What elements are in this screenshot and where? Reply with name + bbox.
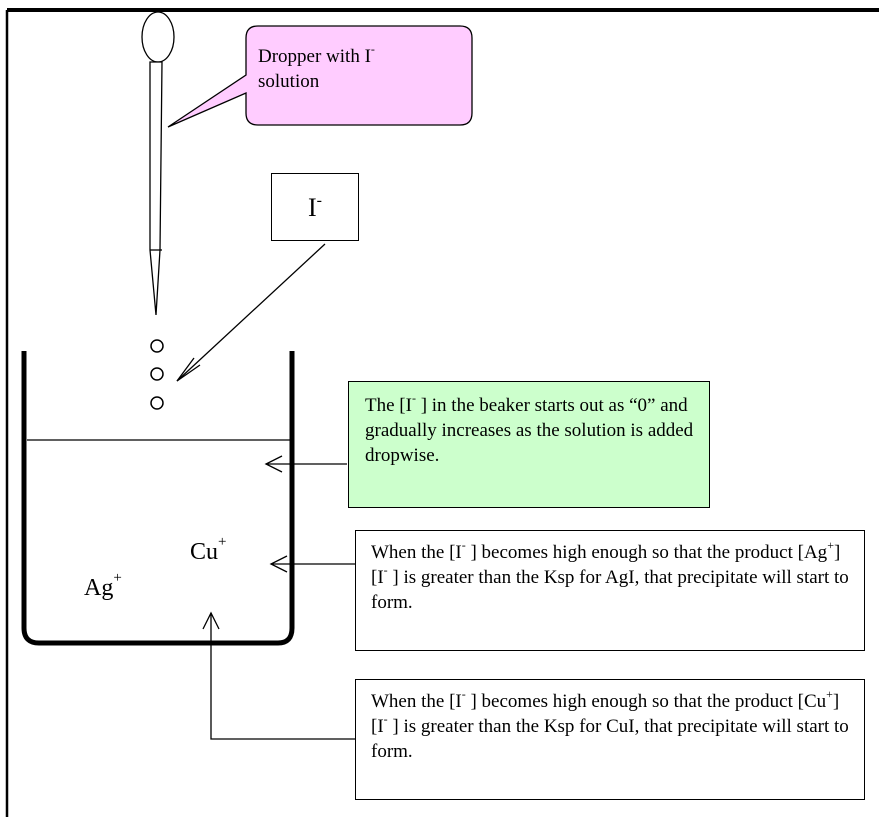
iodide-ion-box: I- [271,173,359,241]
note-text: The [I [365,395,412,416]
dropper-tube [149,61,163,316]
silver-ion-symbol: Ag [84,575,114,601]
iodide-arrow [176,243,326,382]
note-text: ] is greater than the Ksp for AgI, that … [371,567,849,613]
dropper-callout-shape [167,25,473,128]
drop [150,367,164,381]
copper-ion-symbol: Cu [190,539,219,565]
callout-line1: Dropper with I [258,46,371,67]
note-text: ][I [371,691,840,737]
note-charge: - [383,711,388,726]
note-text: ] is greater than the Ksp for CuI, that … [371,716,849,762]
note-text: When the [I [371,542,462,563]
cui-arrowhead [202,611,220,630]
copper-ion-label: Cu+ [190,535,226,566]
dropper [141,11,175,316]
note-charge: - [383,562,388,577]
increase-arrowhead [264,455,283,473]
note-charge: - [461,537,466,552]
note-text: ] becomes high enough so that the produc… [465,691,827,712]
drop [150,396,164,410]
callout-line1-charge: - [370,41,375,56]
note-text: ] becomes high enough so that the produc… [465,542,828,563]
note-text: When the [I [371,691,462,712]
note-iodide-increase: The [I- ] in the beaker starts out as “0… [348,381,710,508]
note-text: ][I [371,542,841,588]
dropper-callout-label: Dropper with I- solution [258,41,458,94]
note-cui-precipitate: When the [I- ] becomes high enough so th… [355,679,865,800]
note-charge: - [461,686,466,701]
silver-ion-label: Ag+ [84,571,122,602]
dropper-bulb [141,11,175,63]
callout-line2: solution [258,71,320,92]
note-charge: - [411,390,416,405]
copper-ion-charge: + [218,534,227,550]
silver-ion-charge: + [113,570,122,586]
iodide-arrowhead [176,357,201,382]
iodide-symbol: I [308,192,317,222]
beaker [21,351,295,646]
note-agi-precipitate: When the [I- ] becomes high enough so th… [355,530,865,651]
agi-arrowhead [269,555,288,573]
note-text: ] in the beaker starts out as “0” and gr… [365,395,694,466]
drop [150,339,164,353]
cui-arrow [210,613,355,740]
note-charge: + [826,686,833,701]
note-charge: + [827,537,834,552]
